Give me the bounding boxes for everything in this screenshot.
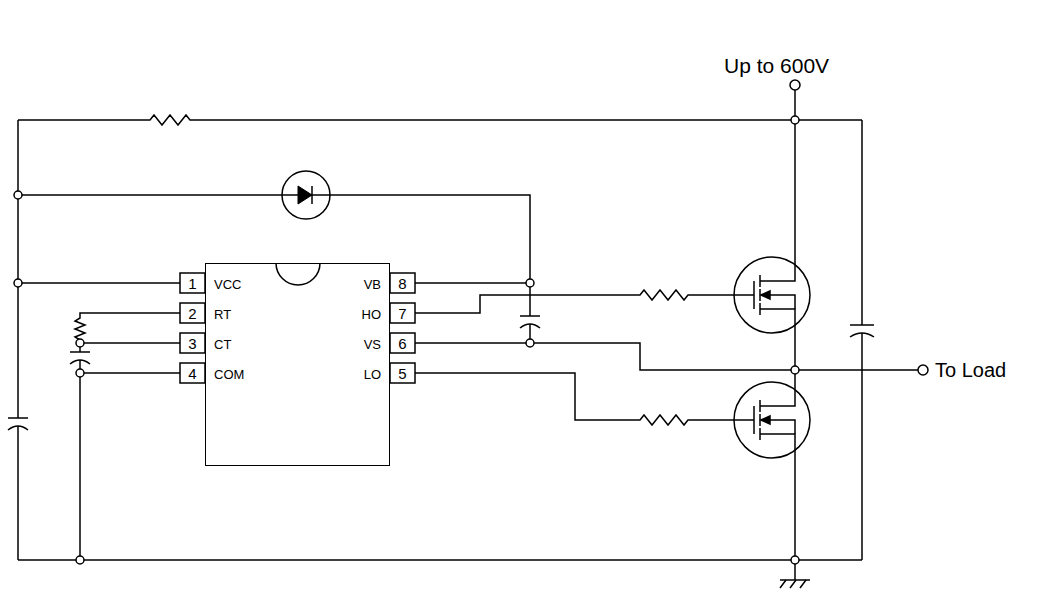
bus-cap-wire bbox=[861, 120, 863, 325]
mosfet-symbol bbox=[734, 380, 810, 460]
top-rail-wire bbox=[18, 115, 862, 125]
output-label: To Load bbox=[933, 360, 1008, 380]
pin-number: 5 bbox=[398, 366, 406, 381]
capacitor-plate bbox=[520, 315, 540, 317]
drain-wire bbox=[794, 120, 796, 255]
rt-resistor-wire bbox=[75, 313, 180, 352]
pin-number: 4 bbox=[188, 366, 196, 381]
ho-gate-wire bbox=[415, 290, 754, 313]
pin-name: CT bbox=[214, 338, 231, 351]
supply-label: Up to 600V bbox=[722, 55, 831, 76]
pin-number: 3 bbox=[188, 336, 196, 351]
junction-dot bbox=[526, 339, 534, 347]
diode-wire bbox=[18, 195, 530, 316]
vb-wire bbox=[415, 282, 530, 284]
pin-name: HO bbox=[362, 308, 382, 321]
capacitor-plate bbox=[8, 417, 28, 419]
terminal-circle bbox=[790, 80, 800, 90]
pin-box bbox=[390, 363, 415, 383]
pin-box bbox=[390, 273, 415, 293]
pin-name: VS bbox=[364, 338, 381, 351]
pin-name: VB bbox=[364, 278, 381, 291]
pin-box bbox=[180, 363, 205, 383]
junction-dot bbox=[791, 556, 799, 564]
pin-number: 7 bbox=[398, 306, 406, 321]
pin-number: 6 bbox=[398, 336, 406, 351]
pin-box bbox=[180, 303, 205, 323]
junction-dot bbox=[526, 279, 534, 287]
ct-wire bbox=[80, 342, 180, 344]
pin-number: 8 bbox=[398, 276, 406, 291]
vs-wire bbox=[415, 343, 918, 370]
junction-dot bbox=[14, 279, 22, 287]
junction-dot bbox=[76, 369, 84, 377]
pin-number: 1 bbox=[188, 276, 196, 291]
pin-box bbox=[180, 333, 205, 353]
capacitor-plate bbox=[70, 351, 90, 353]
junction-dot bbox=[14, 191, 22, 199]
bottom-rail-wire bbox=[18, 559, 862, 561]
junction-dot bbox=[76, 339, 84, 347]
pin-name: RT bbox=[214, 308, 231, 321]
mosfet-symbol bbox=[734, 255, 810, 335]
left-wire bbox=[17, 426, 19, 560]
pin-name: LO bbox=[364, 368, 381, 381]
capacitor-plate bbox=[850, 324, 874, 326]
diode-outline bbox=[282, 171, 330, 219]
ic-chip: VCC RT CT COM VB HO VS LO bbox=[205, 263, 390, 466]
diode-triangle bbox=[298, 186, 312, 204]
com-wire bbox=[80, 372, 180, 374]
junction-dot bbox=[791, 116, 799, 124]
ic-notch bbox=[276, 263, 320, 285]
bus-cap-wire bbox=[861, 333, 863, 560]
junction-dot bbox=[76, 556, 84, 564]
pin-box bbox=[390, 303, 415, 323]
left-wire bbox=[17, 120, 19, 418]
pin-box bbox=[390, 333, 415, 353]
lo-gate-wire bbox=[415, 373, 754, 425]
vcc-wire bbox=[18, 282, 180, 284]
ground-symbol bbox=[780, 580, 806, 588]
junction-dot bbox=[791, 366, 799, 374]
pin-box bbox=[180, 273, 205, 293]
com-wire bbox=[79, 360, 81, 560]
pin-number: 2 bbox=[188, 306, 196, 321]
terminal-circle bbox=[918, 365, 928, 375]
pin-name: VCC bbox=[214, 278, 241, 291]
pin-name: COM bbox=[214, 368, 244, 381]
